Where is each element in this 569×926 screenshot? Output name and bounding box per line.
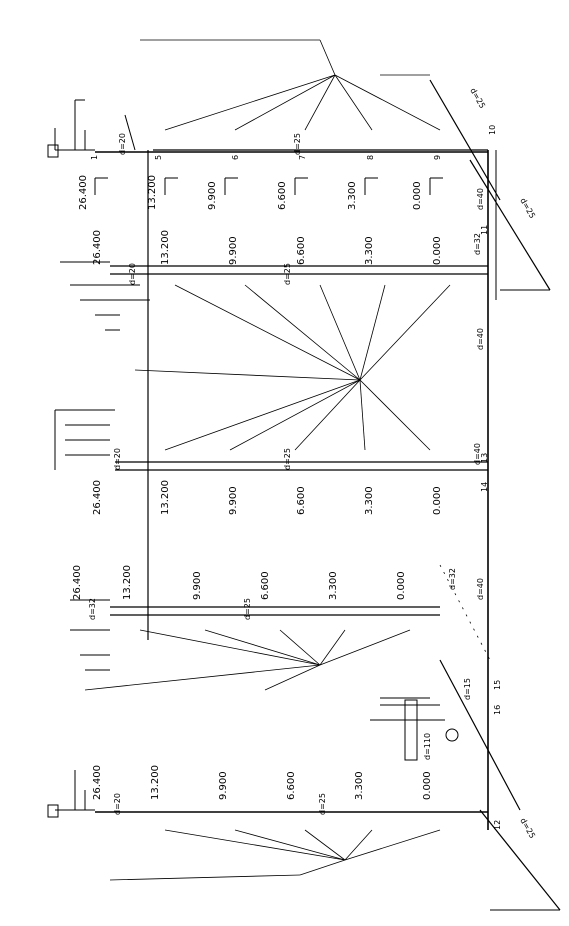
level-labels-col5: 26.400 13.200 9.900 6.600 3.300 0.000: [92, 765, 433, 800]
riser-1: [147, 149, 488, 640]
level-label: 9.900: [192, 571, 203, 600]
level-labels-col3: 26.400 13.200 9.900 6.600 3.300 0.000: [92, 480, 443, 515]
level-label: 9.900: [207, 181, 218, 210]
node-number: 5: [154, 155, 163, 160]
main-supply-pipe: [487, 150, 497, 830]
level-label: 0.000: [432, 236, 443, 265]
node-number: 1: [90, 155, 99, 160]
level-label: 0.000: [432, 486, 443, 515]
level-label: 6.600: [296, 486, 307, 515]
node-number: 7: [298, 155, 307, 160]
level-label: 0.000: [412, 181, 423, 210]
pipe-label: d=32: [448, 568, 457, 590]
node-number: 15: [493, 680, 502, 690]
pipe-label: d=25: [293, 133, 302, 155]
pipe-label: d=20: [113, 448, 122, 470]
pipe-label: d=40: [476, 328, 485, 350]
pipe-label: d=40: [476, 578, 485, 600]
level-label: 9.900: [228, 486, 239, 515]
level-label: 0.000: [422, 771, 433, 800]
node-number: 14: [480, 482, 489, 492]
node-number: 10: [488, 125, 497, 135]
level-label: 6.600: [286, 771, 297, 800]
pipe-label: d=25: [518, 817, 537, 841]
level-label: 13.200: [122, 565, 133, 600]
level-label: 26.400: [92, 480, 103, 515]
level-label: 3.300: [328, 571, 339, 600]
pipe-label: d=25: [243, 598, 252, 620]
riser-b: [60, 261, 488, 331]
leader-fan-lower: [84, 629, 411, 691]
level-label: 13.200: [160, 480, 171, 515]
riser-a: [47, 99, 488, 158]
level-label: 13.200: [147, 175, 158, 210]
boiler: [370, 697, 459, 761]
node-number: 13: [480, 453, 489, 463]
node-number: 16: [493, 705, 502, 715]
level-label: 3.300: [364, 236, 375, 265]
pipe-label: d=20: [113, 793, 122, 815]
pipe-label: d=32: [473, 233, 482, 255]
level-label: 13.200: [150, 765, 161, 800]
pipe-label: d=25: [283, 448, 292, 470]
pipe-label: d=110: [423, 733, 432, 760]
level-label: 3.300: [347, 181, 358, 210]
level-marks-col1: [94, 177, 443, 195]
pipe-label: d=20: [118, 133, 127, 155]
level-label: 26.400: [92, 765, 103, 800]
leader-fan-middle: [134, 284, 451, 451]
level-label: 26.400: [72, 565, 83, 600]
pipe-label: d=20: [128, 263, 137, 285]
level-label: 26.400: [78, 175, 89, 210]
pipe-label: d=15: [463, 678, 472, 700]
pipe-label: d=25: [283, 263, 292, 285]
pipe-label: d=32: [88, 598, 97, 620]
level-label: 13.200: [160, 230, 171, 265]
leader-fan-bottom: [109, 829, 441, 881]
pipe-label: d=25: [518, 197, 537, 221]
node-number: 11: [480, 225, 489, 235]
level-label: 6.600: [260, 571, 271, 600]
node-number: 6: [231, 155, 240, 160]
node-number: 9: [433, 155, 442, 160]
level-label: 0.000: [396, 571, 407, 600]
level-label: 9.900: [218, 771, 229, 800]
level-labels-col2: 26.400 13.200 9.900 6.600 3.300 0.000: [92, 230, 443, 265]
level-label: 9.900: [228, 236, 239, 265]
pipe-label: d=25: [318, 793, 327, 815]
riser-c: [54, 409, 488, 471]
level-label: 3.300: [364, 486, 375, 515]
level-label: 6.600: [277, 181, 288, 210]
pipe-label: d=40: [473, 443, 482, 465]
pipe-label: d=40: [476, 188, 485, 210]
pipe-label: d=25: [468, 87, 487, 111]
slope-pipes: [429, 79, 561, 911]
node-numbers: 1 5 6 7 8 9 10 11 12 13 14 15 16: [90, 125, 502, 830]
riser-d: [70, 599, 440, 671]
node-number: 12: [493, 820, 502, 830]
level-label: 6.600: [296, 236, 307, 265]
node-number: 8: [366, 155, 375, 160]
leader-fan-top: [140, 39, 441, 131]
level-label: 3.300: [354, 771, 365, 800]
riser-e: [47, 770, 488, 818]
level-labels-col1: 26.400 13.200 9.900 6.600 3.300 0.000: [78, 175, 423, 210]
level-label: 26.400: [92, 230, 103, 265]
level-labels-col4: 26.400 13.200 9.900 6.600 3.300 0.000: [72, 565, 407, 600]
